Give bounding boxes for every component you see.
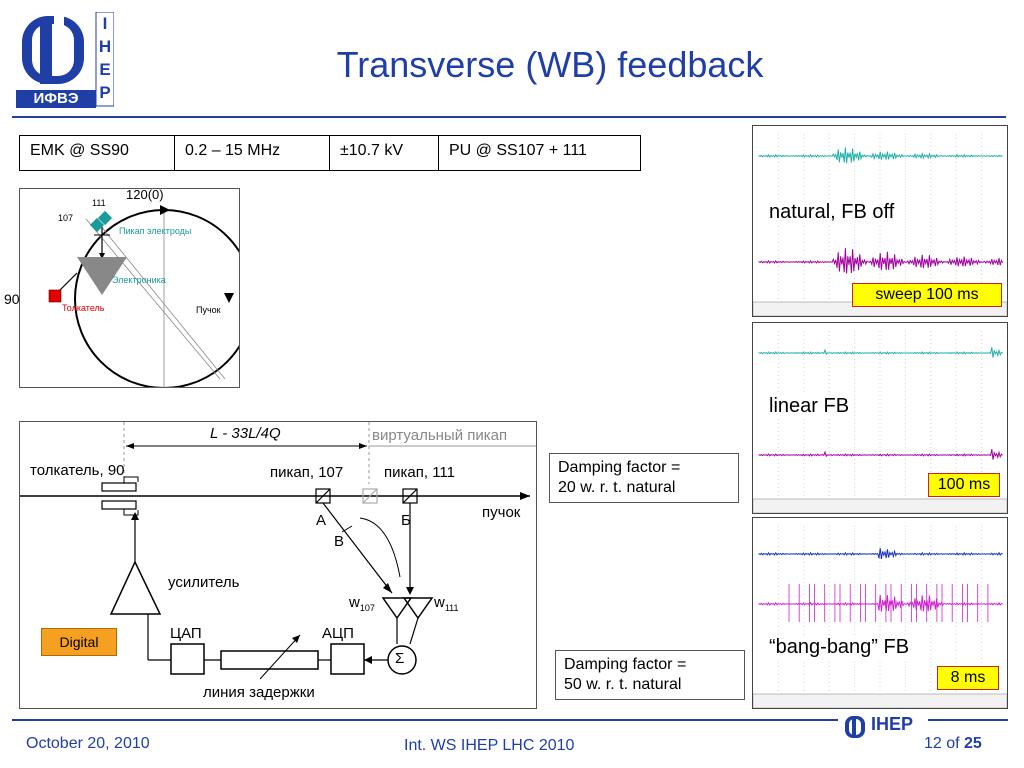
footer-rule xyxy=(928,719,1008,721)
w107-symbol: w xyxy=(349,594,360,611)
ring-diagram: 120(0) 111 107 Пикап электроды Электрони… xyxy=(4,187,254,389)
logo-letter: I xyxy=(102,14,108,33)
feedback-block-diagram: L - 33L/4Q виртуальный пикап толкатель, … xyxy=(19,421,537,709)
params-table: EMK @ SS90 0.2 – 15 MHz ±10.7 kV PU @ SS… xyxy=(19,135,641,171)
table-cell: ±10.7 kV xyxy=(329,135,439,171)
ring-label-90: 90 xyxy=(4,291,20,307)
footer-date: October 20, 2010 xyxy=(26,735,150,752)
pickup-107-label: пикап, 107 xyxy=(270,464,344,481)
scope-trace xyxy=(758,248,1004,274)
ihep-logo: I H E P ИФВЭ xyxy=(16,11,115,108)
w107-sub: 107 xyxy=(359,603,375,613)
scope-trace xyxy=(758,347,1003,358)
digital-badge: Digital xyxy=(41,628,117,656)
table-cell: EMK @ SS90 xyxy=(19,135,175,171)
logo-letter: E xyxy=(99,60,111,79)
pickup-a-label: А xyxy=(316,512,327,529)
w111-label: w111 xyxy=(434,594,459,613)
slide-title: Transverse (WB) feedback xyxy=(336,44,764,85)
footer-brand: IHEP xyxy=(871,714,914,734)
w107-label: w107 xyxy=(349,594,375,613)
logo-caption: ИФВЭ xyxy=(33,90,79,107)
sweep-tag: 100 ms xyxy=(928,473,1000,497)
damping-line: Damping factor = xyxy=(558,459,681,476)
ring-diagram-svg xyxy=(48,205,254,389)
kicker-label: толкатель, 90 xyxy=(30,462,125,479)
damping-box-linear: Damping factor = 20 w. r. t. natural xyxy=(549,453,739,503)
scope-status-bar xyxy=(752,693,1008,709)
scope-trace xyxy=(758,548,1003,560)
beam-label: пучок xyxy=(482,504,521,521)
v-label: В xyxy=(334,533,345,550)
scope-trace xyxy=(758,449,1003,460)
scope-status-bar xyxy=(752,498,1008,514)
pickup-111-label: пикап, 111 xyxy=(384,464,455,481)
ihep-logo-icon xyxy=(16,11,115,108)
header-rule xyxy=(12,116,1006,118)
ring-label-kicker: Толкатель xyxy=(62,303,105,313)
adc-label: АЦП xyxy=(322,625,354,642)
ring-label-111: 111 xyxy=(92,198,106,208)
ring-label-pickups: Пикап электроды xyxy=(119,226,192,236)
ring-label-beam: Пучок xyxy=(196,305,221,315)
scope-trace xyxy=(758,147,1003,164)
sweep-tag: 8 ms xyxy=(937,666,999,690)
amplifier-label: усилитель xyxy=(168,574,240,591)
footer-rule xyxy=(12,719,838,721)
damping-line: Damping factor = xyxy=(564,656,687,673)
scope-trace xyxy=(758,594,1003,612)
delay-line-label: линия задержки xyxy=(203,684,315,701)
dac-label: ЦАП xyxy=(170,625,202,642)
page-total: 25 xyxy=(964,735,982,752)
table-cell: PU @ SS107 + 111 xyxy=(438,135,641,171)
scope-caption: natural, FB off xyxy=(766,201,898,224)
ihep-small-logo-icon xyxy=(845,716,865,738)
virtual-pickup-label: виртуальный пикап xyxy=(372,427,508,444)
page-number-prefix: 12 of xyxy=(924,735,965,752)
sum-symbol: Σ xyxy=(395,650,405,667)
damping-line: 50 w. r. t. natural xyxy=(564,676,682,693)
scope-panel-linear: linear FB 100 ms xyxy=(752,322,1008,514)
w111-sub: 111 xyxy=(444,603,459,613)
block-diagram-svg xyxy=(20,422,536,680)
footer-logo: IHEP xyxy=(843,714,928,744)
logo-letter: P xyxy=(99,83,111,102)
damping-box-bangbang: Damping factor = 50 w. r. t. natural xyxy=(555,650,745,700)
logo-letter: H xyxy=(98,37,112,56)
w111-symbol: w xyxy=(434,594,445,611)
footer-event: Int. WS IHEP LHC 2010 xyxy=(404,737,575,754)
scope-caption: linear FB xyxy=(766,395,853,418)
damping-line: 20 w. r. t. natural xyxy=(558,479,676,496)
page-number: 12 of 25 xyxy=(924,735,982,753)
table-cell: 0.2 – 15 MHz xyxy=(174,135,330,171)
scope-panel-natural: natural, FB off sweep 100 ms xyxy=(752,125,1008,317)
ring-label-107: 107 xyxy=(58,213,74,223)
length-label: L - 33L/4Q xyxy=(210,425,281,442)
scope-panel-bangbang: “bang-bang” FB 8 ms xyxy=(752,517,1008,709)
ring-label-electronics: Электроника xyxy=(112,275,166,285)
pickup-b-label: Б xyxy=(401,512,411,529)
sweep-tag: sweep 100 ms xyxy=(852,283,1002,307)
ring-top-label: 120(0) xyxy=(126,187,164,202)
scope-caption: “bang-bang” FB xyxy=(766,636,913,659)
